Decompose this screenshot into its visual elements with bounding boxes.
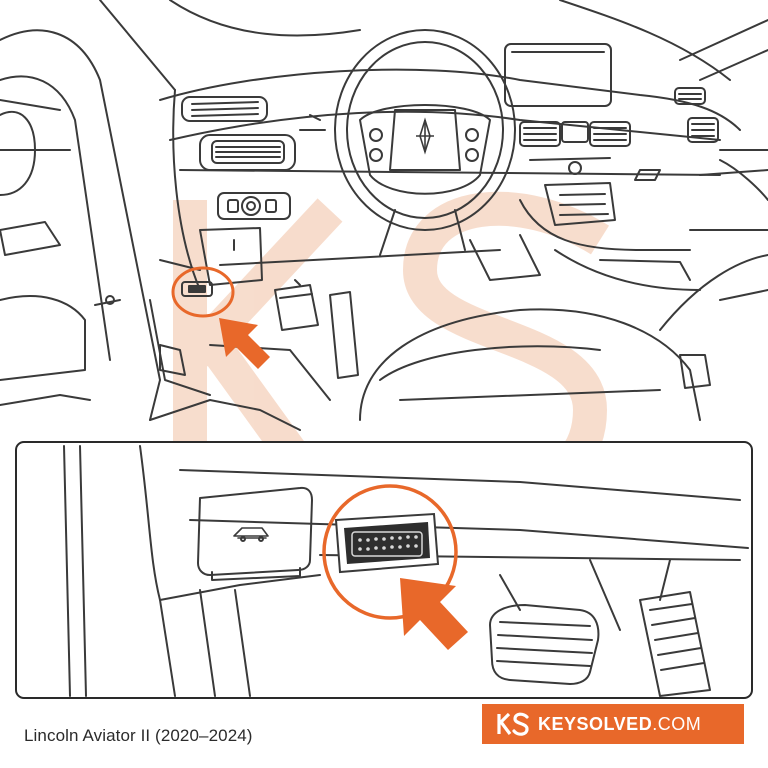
brand-name: KEYSOLVED xyxy=(538,713,653,734)
vehicle-caption: Lincoln Aviator II (2020–2024) xyxy=(24,726,253,745)
obd-port-small xyxy=(171,266,235,318)
keysolved-logo-icon xyxy=(497,712,529,736)
pointer-arrow-icon xyxy=(219,318,270,369)
detail-inset-frame xyxy=(15,441,753,699)
lincoln-star-icon xyxy=(416,117,434,155)
obd-port-icon xyxy=(322,484,458,620)
brand-wordmark: KEYSOLVED.COM xyxy=(538,714,701,735)
brand-banner[interactable]: KEYSOLVED.COM xyxy=(482,704,744,744)
interior-top-view xyxy=(0,0,768,431)
brand-tld: .COM xyxy=(652,713,702,734)
detail-pointer-arrow-icon xyxy=(400,578,468,650)
